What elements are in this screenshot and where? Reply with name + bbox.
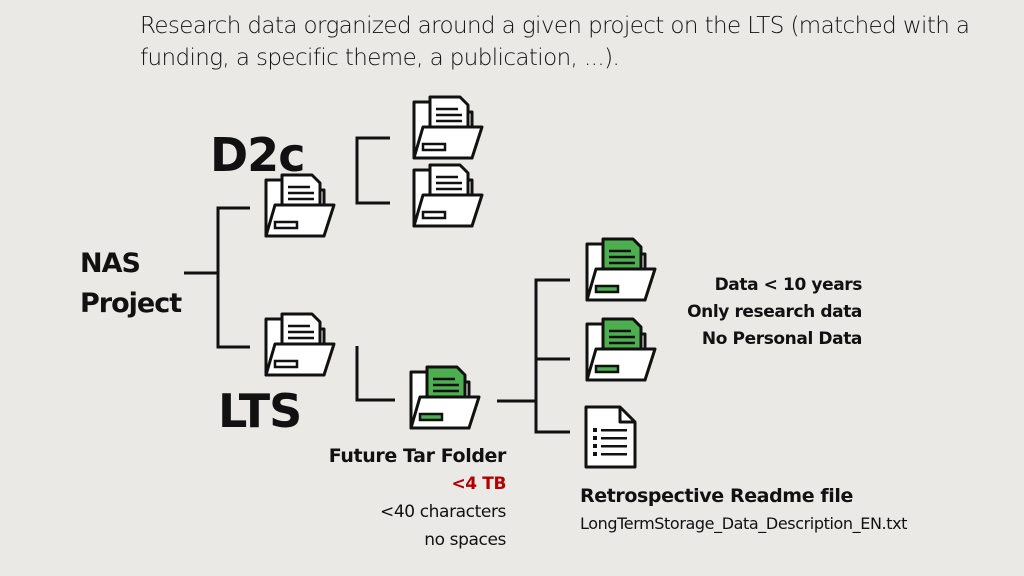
tar-name-spaces: no spaces — [424, 530, 506, 550]
tar-folder-description: Future Tar Folder <4 TB <40 characters n… — [270, 442, 507, 554]
connector-lts-tar — [355, 346, 395, 402]
tar-folder-icon[interactable] — [405, 364, 485, 434]
nas-label-line1: NAS — [80, 248, 141, 279]
nas-label-line2: Project — [80, 288, 182, 319]
research-data-folder-icon[interactable] — [581, 236, 661, 306]
lts-folder-icon[interactable] — [262, 311, 338, 381]
d2c-subfolder-icon[interactable] — [410, 162, 486, 232]
connector-d2c-branches — [355, 136, 390, 205]
diagram-caption: Research data organized around a given p… — [140, 13, 970, 71]
rule-no-personal: No Personal Data — [701, 329, 863, 349]
lts-label: LTS — [218, 384, 302, 438]
readme-filename: LongTermStorage_Data_Description_EN.txt — [580, 514, 908, 533]
readme-file-icon[interactable] — [583, 404, 639, 470]
d2c-folder-icon[interactable] — [262, 172, 338, 242]
connector-tar-branches — [534, 278, 570, 434]
d2c-subfolder-icon[interactable] — [410, 94, 486, 164]
data-rules: Data < 10 years Only research data No Pe… — [600, 272, 862, 353]
nas-project-label: NAS Project — [80, 244, 182, 324]
tar-folder-title: Future Tar Folder — [328, 445, 507, 467]
tar-name-length: <40 characters — [380, 502, 506, 522]
tar-size-limit: <4 TB — [451, 474, 506, 494]
d2c-label: D2c — [210, 128, 305, 182]
connector-nas-branches — [216, 206, 250, 349]
readme-title: Retrospective Readme file — [580, 485, 853, 507]
research-data-folder-icon[interactable] — [581, 316, 661, 386]
rule-age: Data < 10 years — [714, 275, 863, 295]
readme-description: Retrospective Readme file LongTermStorag… — [580, 481, 1000, 537]
rule-research-only: Only research data — [687, 302, 862, 322]
